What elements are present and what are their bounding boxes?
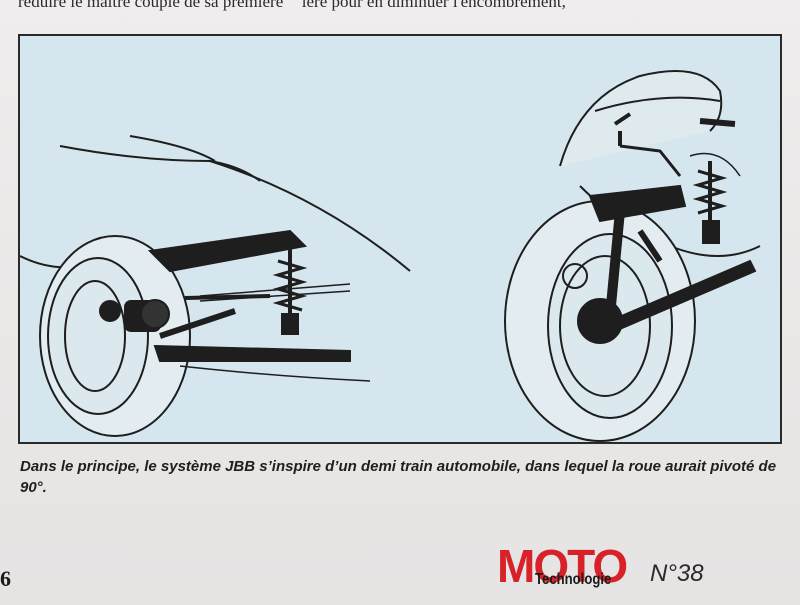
- car-half-axle-drawing: [20, 135, 411, 437]
- page-number: 6: [0, 566, 11, 591]
- previous-text-left: réduire le maître couple de sa première: [18, 0, 284, 11]
- logo-moto-text: MOTO: [497, 540, 628, 592]
- figure-caption: Dans le principe, le système JBB s’inspi…: [20, 458, 777, 496]
- logo-technologie-text: Technologie: [535, 571, 612, 588]
- suspension-illustration: [18, 34, 782, 444]
- motorcycle-front-drawing: [504, 70, 761, 442]
- previous-text-right: ière pour en diminuer l'encombrement,: [301, 0, 566, 11]
- issue-number: N°38: [650, 560, 704, 587]
- moto-technologie-logo: MOTO Technologie: [497, 541, 637, 597]
- previous-text-line: réduire le maître couple de sa première …: [18, 0, 798, 12]
- suspension-drawing: [20, 70, 761, 442]
